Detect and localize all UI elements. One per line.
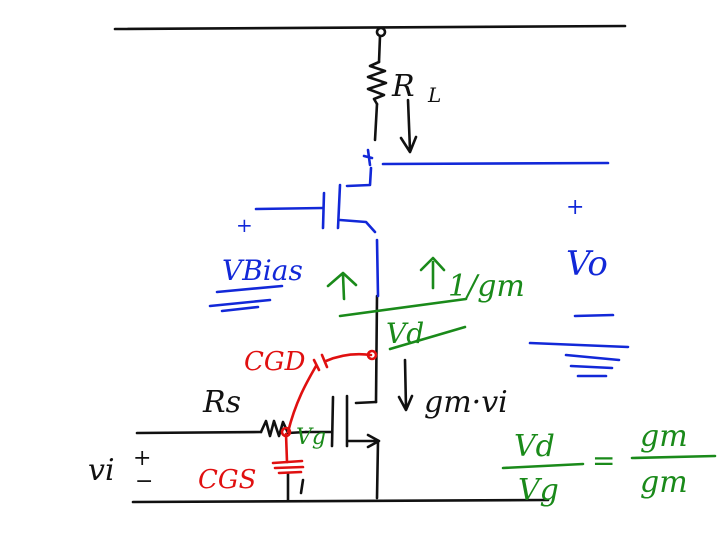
supply-rail [113, 24, 627, 31]
gain-rhs-denominator: gm [640, 465, 688, 500]
gain-rhs-numerator: gm [640, 419, 688, 454]
rs-label: Rs [202, 385, 241, 420]
wire-vdd-to-rl [377, 34, 382, 64]
labels: R L + VBias + Vo 1/gm Vd Vg CGD CGS Rs v… [88, 69, 688, 508]
vd-label: Vd [386, 317, 424, 350]
resistance-bar [338, 297, 468, 318]
vo-ground-sym [564, 353, 621, 378]
output-wire [381, 161, 610, 166]
wire-rl-to-drain [373, 102, 379, 142]
vg-label: Vg [296, 425, 326, 450]
inverse-gm-label: 1/gm [448, 269, 525, 304]
drain-node [366, 349, 378, 361]
ground-rail [131, 498, 550, 504]
black-ink [113, 24, 627, 504]
load-resistor-zigzag [366, 60, 388, 106]
red-ink [271, 349, 378, 475]
lower-fet-gate-plate [330, 395, 335, 448]
rl-subscript: L [427, 83, 441, 107]
vi-minus-label: − [135, 469, 153, 494]
pmos-drain-stub [345, 166, 373, 188]
current-arrow-down [399, 98, 418, 154]
vo-label: Vo [566, 244, 608, 284]
vo-underline-1 [573, 313, 615, 318]
gain-numerator: Vd [514, 429, 555, 464]
input-wire [135, 430, 263, 435]
vo-plus-label: + [566, 195, 584, 220]
gm-vi-label: gm·vi [424, 385, 508, 420]
rl-label: R [391, 69, 415, 104]
vo-underline-2 [528, 341, 630, 349]
vi-label: vi [88, 453, 115, 488]
rhs-fraction-bar [630, 454, 717, 460]
supply-node [375, 26, 387, 38]
current-source-arrow [397, 358, 414, 412]
bias-plus-label: + [236, 213, 253, 237]
cgs-plates [271, 459, 305, 475]
cgs-lead [284, 432, 289, 464]
bias-ground-sym [208, 298, 272, 313]
arrow-up-right [419, 256, 446, 290]
pmos-source-down [375, 238, 380, 298]
tick-mark [299, 478, 305, 495]
arrow-up-left [326, 271, 358, 301]
pmos-source-stub [338, 218, 377, 234]
pmos-gate-plate [321, 191, 326, 230]
bias-underline [215, 284, 284, 294]
blue-ink [208, 148, 630, 378]
lower-fet-source-stub [346, 433, 381, 449]
cgd-label: CGD [244, 347, 306, 377]
gain-denominator: Vg [518, 473, 559, 508]
cgs-label: CGS [198, 465, 256, 495]
pmos-bulb [362, 148, 374, 167]
lower-fet-drain-stub [354, 400, 378, 405]
green-ink [326, 256, 717, 470]
lower-drain-wire [374, 294, 379, 404]
vi-plus-label: + [133, 446, 151, 471]
vbias-label: VBias [222, 254, 303, 287]
lower-source-to-ground [375, 439, 380, 500]
gain-equals: = [592, 444, 615, 477]
pmos-gate-lead [254, 206, 325, 211]
gain-fraction-bar [501, 462, 585, 470]
pmos-channel [336, 183, 342, 230]
vd-underline [388, 325, 467, 351]
